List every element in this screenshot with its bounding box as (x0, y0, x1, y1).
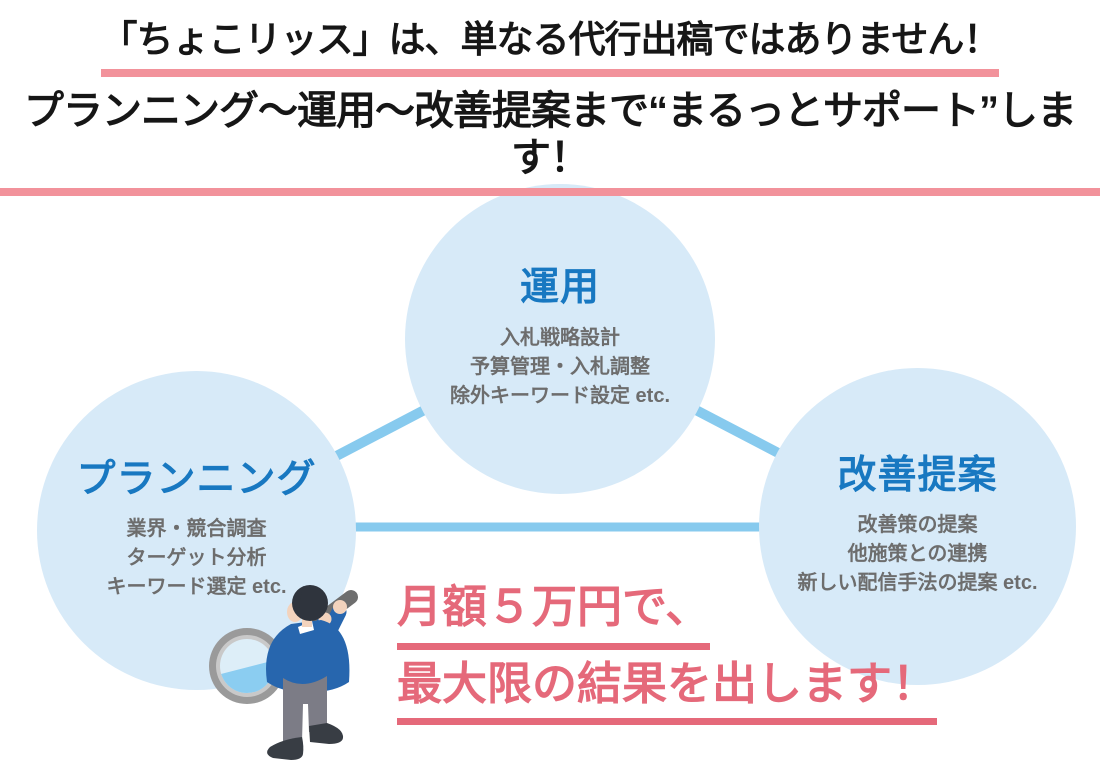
circle-planning-item: ターゲット分析 (126, 547, 267, 570)
circle-operation: 運用 入札戦略設計 予算管理・入札調整 除外キーワード設定 etc. (405, 184, 715, 494)
circle-improvement-item: 他施策との連携 (847, 543, 988, 566)
circle-operation-item: 予算管理・入札調整 (470, 355, 650, 378)
circle-improvement-item: 新しい配信手法の提案 etc. (797, 572, 1038, 595)
headline-line-1: 「ちょこリッス」は、単なる代行出稿ではありません！ (100, 18, 1000, 77)
circle-operation-item: 入札戦略設計 (500, 326, 620, 349)
circle-improvement-title: 改善提案 (837, 453, 998, 497)
circle-planning-item: キーワード選定 etc. (106, 576, 287, 599)
headline: 「ちょこリッス」は、単なる代行出稿ではありません！ プランニング〜運用〜改善提案… (0, 18, 1100, 197)
headline-line-2: プランニング〜運用〜改善提案まで“まるっとサポート”します！ (0, 88, 1100, 197)
price-callout-line-2: 最大限の結果を出します！ (397, 658, 938, 725)
circle-planning-item: 業界・競合調査 (126, 518, 267, 541)
circle-improvement: 改善提案 改善策の提案 他施策との連携 新しい配信手法の提案 etc. (759, 368, 1076, 685)
person-with-magnifying-glass-illustration (209, 585, 358, 760)
person-icon (266, 585, 350, 760)
price-callout-line-1: 月額５万円で、 (397, 582, 711, 650)
circle-operation-item: 除外キーワード設定 etc. (449, 384, 671, 407)
circle-improvement-item: 改善策の提案 (857, 514, 978, 537)
circle-operation-title: 運用 (519, 266, 600, 310)
circle-planning-title: プランニング (76, 457, 317, 501)
circle-planning: プランニング 業界・競合調査 ターゲット分析 キーワード選定 etc. (37, 371, 356, 690)
price-callout: 月額５万円で、 最大限の結果を出します！ (397, 582, 938, 725)
